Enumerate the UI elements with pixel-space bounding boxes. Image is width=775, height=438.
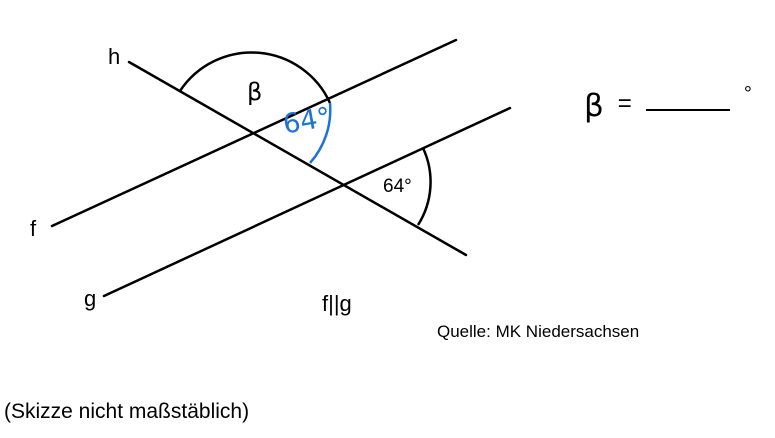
line-g [102, 106, 512, 298]
parallel-note: f||g [322, 291, 352, 316]
angle-arc-given [416, 147, 432, 226]
label-f: f [30, 216, 37, 241]
line-h [127, 60, 468, 257]
angle-arc-beta [178, 51, 332, 104]
answer-degree-unit: ° [743, 83, 752, 105]
label-g: g [84, 286, 97, 311]
given-angle-label: 64° [383, 176, 412, 197]
label-h: h [108, 44, 121, 69]
scale-note: (Skizze nicht maßstäblich) [4, 400, 250, 423]
answer-equals: = [617, 90, 632, 117]
source-credit: Quelle: MK Niedersachsen [437, 322, 640, 341]
answer-row: β = ° [584, 82, 752, 122]
handwritten-angle-arc [309, 102, 332, 164]
answer-beta-symbol: β [584, 88, 604, 124]
answer-blank[interactable] [645, 109, 730, 111]
angle-beta-label: β [247, 78, 263, 106]
handwritten-answer: 64° [280, 101, 334, 141]
